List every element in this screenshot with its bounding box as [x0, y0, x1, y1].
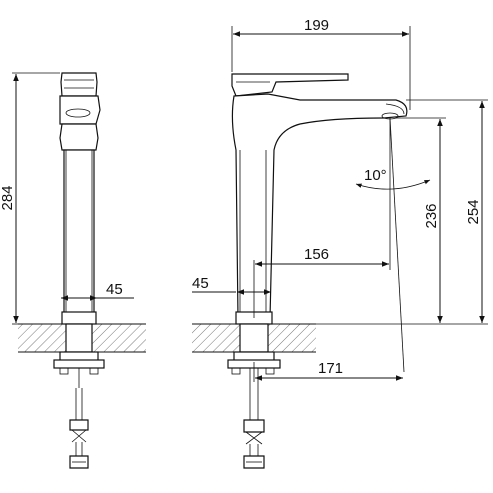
- faucet-side-view: 284 45: [0, 72, 146, 469]
- dim-236-label: 236: [423, 203, 440, 228]
- dim-284-label: 284: [0, 185, 16, 210]
- dim-171-label: 171: [318, 360, 343, 377]
- side-body-tube: [63, 149, 95, 319]
- side-spout-head: [59, 95, 101, 125]
- dim-199-label: 199: [304, 17, 329, 34]
- flexible-hose-right: [243, 368, 265, 469]
- angle-10-label: 10°: [364, 167, 387, 184]
- faucet-front-view: 199 254 236 10° 156 45 171: [192, 17, 488, 469]
- front-lever: [231, 73, 349, 97]
- dim-254-label: 254: [465, 199, 482, 224]
- dim-45-front-label: 45: [192, 275, 209, 292]
- dim-156-label: 156: [304, 246, 329, 263]
- side-handle: [60, 72, 98, 97]
- front-spout: [231, 93, 408, 319]
- dim-45-side-label: 45: [106, 281, 123, 298]
- flexible-hose-left: [69, 388, 89, 469]
